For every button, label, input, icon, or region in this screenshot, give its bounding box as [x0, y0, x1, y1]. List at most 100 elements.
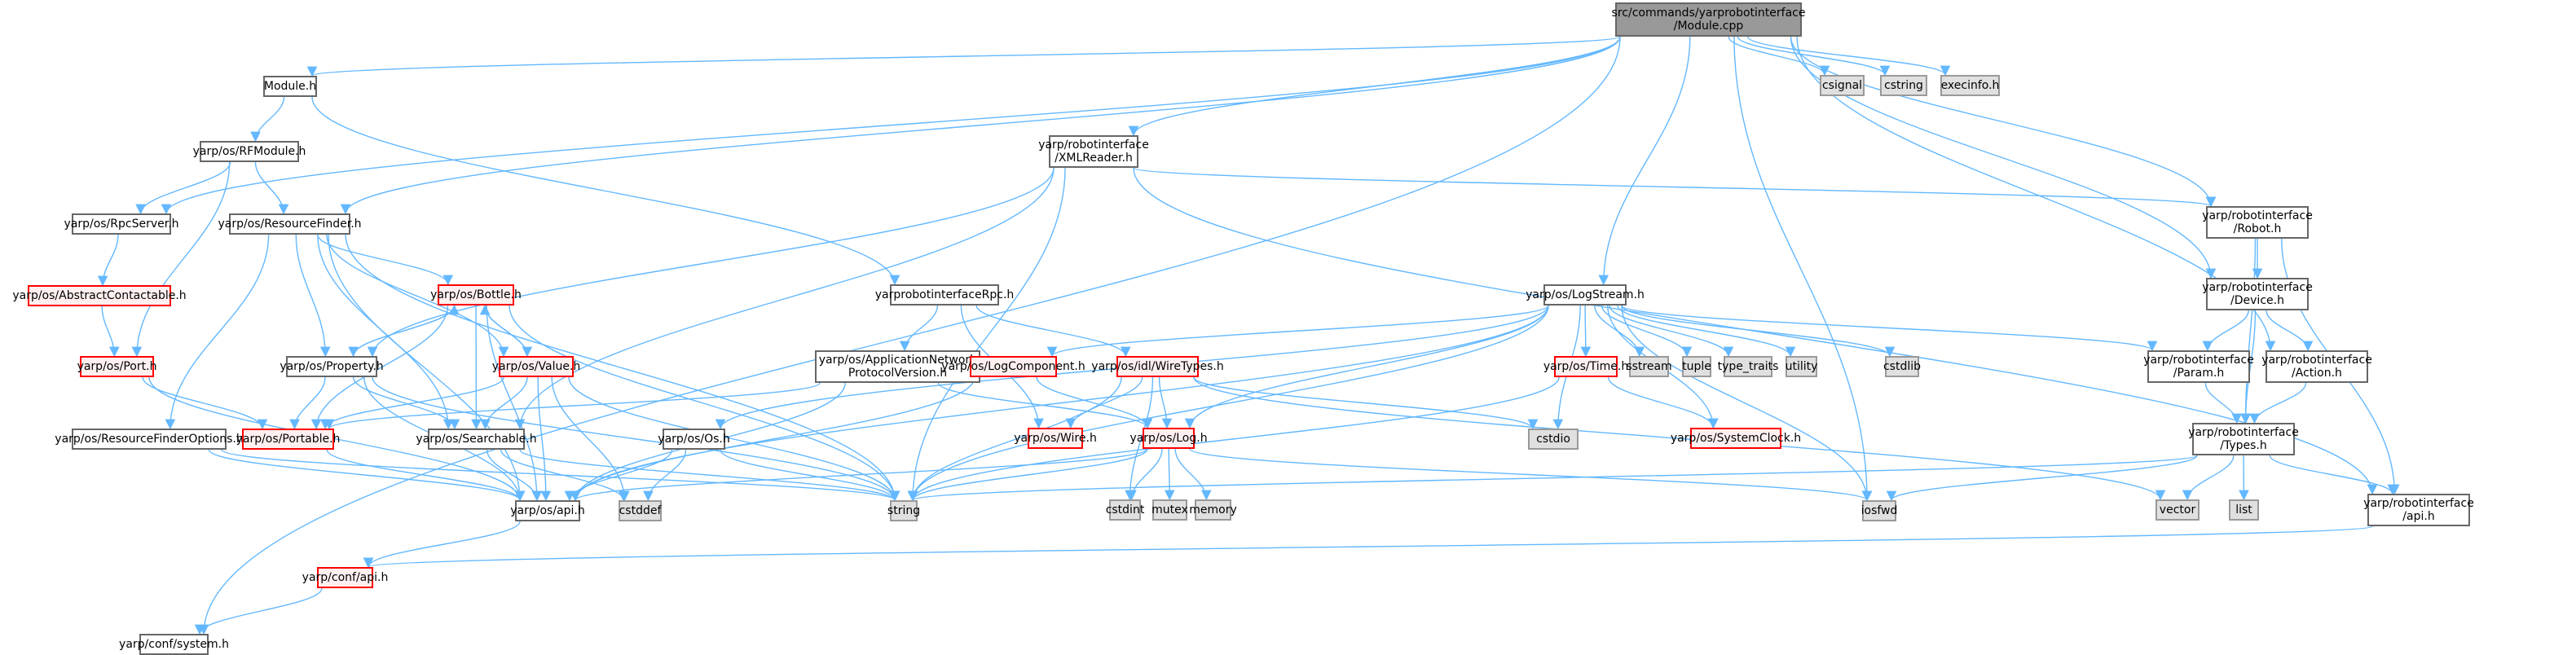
node-label: sstream	[1626, 360, 1671, 373]
node-label: execinfo.h	[1941, 79, 2000, 92]
node-label: yarp/os/ResourceFinderOptions.h	[55, 433, 243, 446]
edge-root-to-action	[1797, 37, 2270, 350]
node-os-h[interactable]: yarp/os/Os.h	[663, 429, 725, 450]
node-label: yarp/os/LogComponent.h	[941, 360, 1085, 373]
node-wire[interactable]: yarp/os/Wire.h	[1028, 428, 1083, 449]
node-label: yarp/os/Portable.h	[236, 433, 341, 446]
node-abstractcontactable[interactable]: yarp/os/AbstractContactable.h	[28, 285, 171, 306]
node-label: yarp/os/AbstractContactable.h	[12, 289, 186, 302]
node-value[interactable]: yarp/os/Value.h	[499, 356, 574, 377]
node-memory[interactable]: memory	[1195, 499, 1231, 521]
node-cstddef[interactable]: cstddef	[619, 500, 662, 521]
node-wiretypes[interactable]: yarp/os/idl/WireTypes.h	[1116, 356, 1199, 377]
node-label: yarp/os/Os.h	[658, 433, 729, 446]
node-label: yarp/os/RpcServer.h	[64, 218, 178, 231]
node-label: Module.h	[264, 80, 316, 93]
node-device[interactable]: yarp/robotinterface /Device.h	[2206, 278, 2309, 310]
edge-time-to-string	[913, 377, 1559, 500]
node-label: cstdlib	[1883, 360, 1921, 373]
node-list[interactable]: list	[2229, 499, 2259, 521]
edge-root-to-module_h	[312, 37, 1620, 76]
node-label: utility	[1786, 360, 1818, 373]
edge-time-to-systemclock	[1609, 377, 1714, 428]
edge-types-to-ri_api	[2270, 455, 2393, 494]
node-param[interactable]: yarp/robotinterface /Param.h	[2147, 350, 2250, 383]
edge-types-to-iosfwd	[1891, 455, 2197, 500]
node-conf-api[interactable]: yarp/conf/api.h	[317, 567, 373, 588]
node-bottle[interactable]: yarp/os/Bottle.h	[438, 284, 514, 306]
node-resourcefinder[interactable]: yarp/os/ResourceFinder.h	[229, 213, 350, 235]
edge-root-to-logstream	[1604, 37, 1690, 284]
node-label: memory	[1189, 503, 1237, 517]
node-label: yarp/robotinterface /Action.h	[2261, 354, 2372, 380]
node-time[interactable]: yarp/os/Time.h	[1554, 356, 1618, 377]
node-label: yarp/os/Wire.h	[1014, 432, 1097, 445]
node-type-traits[interactable]: type_traits	[1724, 356, 1772, 377]
node-cstring[interactable]: cstring	[1880, 75, 1927, 96]
node-logstream[interactable]: yarp/os/LogStream.h	[1543, 284, 1627, 306]
node-label: csignal	[1822, 79, 1862, 92]
node-cstdint[interactable]: cstdint	[1109, 499, 1141, 521]
node-robot[interactable]: yarp/robotinterface /Robot.h	[2206, 206, 2309, 239]
node-cstdlib[interactable]: cstdlib	[1885, 356, 1919, 377]
node-robotinterface-api[interactable]: yarp/robotinterface /api.h	[2367, 494, 2470, 526]
edge-searchable-to-os_api	[487, 450, 537, 500]
node-utility[interactable]: utility	[1786, 356, 1817, 377]
node-searchable[interactable]: yarp/os/Searchable.h	[428, 429, 525, 450]
node-label: yarp/os/RFModule.h	[193, 145, 306, 158]
edge-logstream-to-time	[1585, 306, 1586, 356]
node-systemclock[interactable]: yarp/os/SystemClock.h	[1690, 428, 1781, 449]
node-string[interactable]: string	[890, 500, 918, 521]
edge-logstream-to-type_traits	[1609, 306, 1728, 356]
node-label: yarp/os/Time.h	[1543, 360, 1628, 373]
node-label: yarp/os/LogStream.h	[1526, 288, 1645, 301]
node-execinfo[interactable]: execinfo.h	[1940, 75, 2000, 96]
node-label: yarp/conf/system.h	[119, 638, 229, 651]
node-types[interactable]: yarp/robotinterface /Types.h	[2192, 423, 2295, 455]
node-os-api[interactable]: yarp/os/api.h	[515, 500, 580, 521]
node-iosfwd[interactable]: iosfwd	[1862, 500, 1896, 521]
edge-wiretypes-to-cstdio	[1194, 377, 1533, 429]
node-xmlreader[interactable]: yarp/robotinterface /XMLReader.h	[1049, 135, 1138, 168]
edge-resourcefinder-to-string	[346, 235, 895, 500]
node-action[interactable]: yarp/robotinterface /Action.h	[2266, 350, 2368, 383]
node-property[interactable]: yarp/os/Property.h	[286, 356, 377, 377]
node-module-h[interactable]: Module.h	[263, 76, 317, 97]
edge-port-to-portable	[143, 377, 262, 429]
node-port[interactable]: yarp/os/Port.h	[80, 356, 154, 377]
node-label: yarp/robotinterface /Robot.h	[2202, 209, 2313, 235]
edge-device-to-action	[2266, 310, 2308, 350]
edge-rfoptions-to-string	[222, 450, 895, 500]
node-log[interactable]: yarp/os/Log.h	[1143, 428, 1195, 449]
edge-wiretypes-to-wire	[1071, 377, 1143, 428]
node-portable[interactable]: yarp/os/Portable.h	[242, 429, 334, 450]
edge-bottle-to-string	[509, 306, 895, 500]
node-rpcserver[interactable]: yarp/os/RpcServer.h	[72, 213, 171, 235]
edge-logstream-to-os_api	[575, 306, 1548, 500]
edge-types-to-string	[913, 455, 2197, 500]
node-label: yarp/os/SystemClock.h	[1671, 432, 1801, 445]
node-csignal[interactable]: csignal	[1820, 75, 1865, 96]
edge-log-to-memory	[1175, 449, 1206, 499]
node-label: mutex	[1151, 503, 1188, 517]
node-conf-system[interactable]: yarp/conf/system.h	[139, 634, 209, 655]
node-label: cstddef	[619, 504, 662, 517]
node-rfmodule[interactable]: yarp/os/RFModule.h	[200, 141, 299, 162]
edge-logstream-to-iosfwd	[1622, 306, 1867, 500]
node-label: yarp/conf/api.h	[302, 571, 389, 584]
node-logcomponent[interactable]: yarp/os/LogComponent.h	[970, 356, 1057, 377]
node-yarprobotinterface-rpc[interactable]: yarprobotinterfaceRpc.h	[890, 284, 999, 306]
edge-log-to-iosfwd	[1190, 449, 1867, 500]
edge-resourcefinder-to-bottle	[318, 235, 448, 284]
node-cstdio[interactable]: cstdio	[1528, 429, 1579, 450]
node-mutex[interactable]: mutex	[1152, 499, 1187, 521]
node-label: yarprobotinterfaceRpc.h	[875, 288, 1015, 301]
node-resourcefinder-options[interactable]: yarp/os/ResourceFinderOptions.h	[72, 429, 227, 450]
node-tuple[interactable]: tuple	[1682, 356, 1711, 377]
node-vector[interactable]: vector	[2155, 499, 2200, 521]
node-label: yarp/os/Searchable.h	[416, 433, 536, 446]
node-label: string	[887, 504, 920, 517]
node-sstream[interactable]: sstream	[1629, 356, 1669, 377]
node-label: cstdio	[1536, 433, 1570, 446]
node-root-module-cpp[interactable]: src/commands/yarprobotinterface /Module.…	[1615, 2, 1802, 37]
